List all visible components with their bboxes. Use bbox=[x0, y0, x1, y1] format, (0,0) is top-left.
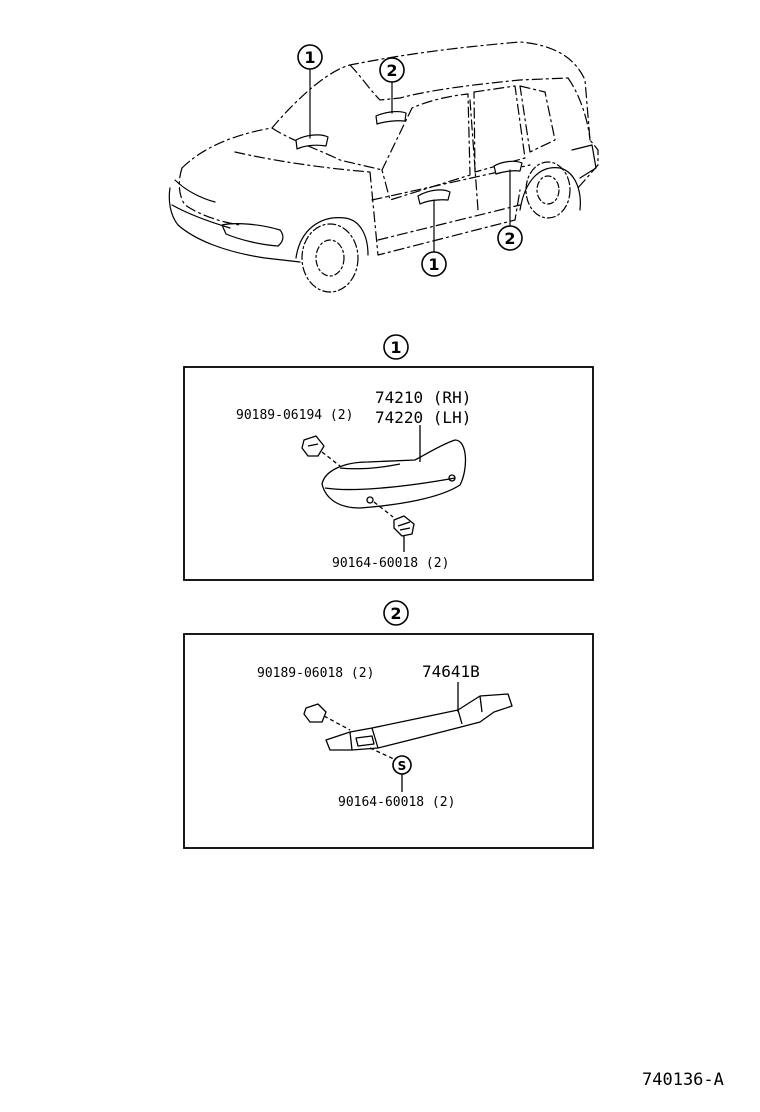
car-handle-front-roof bbox=[295, 134, 329, 150]
section-2-frame bbox=[183, 633, 594, 849]
svg-text:1: 1 bbox=[390, 338, 401, 357]
car-handle-front-door bbox=[417, 189, 451, 205]
section-1-marker: 1 bbox=[383, 334, 409, 360]
diagram-code: 740136-A bbox=[642, 1070, 724, 1090]
part-number-rh: 74210 (RH) bbox=[375, 388, 471, 407]
clip-part-number-2: 90189-06018 (2) bbox=[257, 666, 374, 681]
assist-grip-1-drawing bbox=[301, 425, 467, 552]
car-handle-rear-roof bbox=[375, 110, 407, 125]
car-callout-1-roof: 1 bbox=[297, 44, 323, 70]
section-2-marker: 2 bbox=[383, 600, 409, 626]
section-1-frame bbox=[183, 366, 594, 581]
svg-text:2: 2 bbox=[386, 61, 397, 80]
part-number-2: 74641B bbox=[422, 662, 480, 681]
part-number-lh: 74220 (LH) bbox=[375, 408, 471, 427]
car-callout-2-roof: 2 bbox=[379, 57, 405, 83]
screw-symbol: S bbox=[392, 755, 412, 775]
svg-text:2: 2 bbox=[504, 229, 515, 248]
svg-text:2: 2 bbox=[390, 604, 401, 623]
clip-part-number-1: 90189-06194 (2) bbox=[236, 408, 353, 423]
svg-text:1: 1 bbox=[304, 48, 315, 67]
screw-part-number-1: 90164-60018 (2) bbox=[332, 556, 449, 571]
car-callout-1-door: 1 bbox=[421, 251, 447, 277]
car-handle-rear-door bbox=[493, 160, 523, 175]
car-illustration bbox=[168, 41, 599, 293]
svg-text:1: 1 bbox=[428, 255, 439, 274]
screw-part-number-2: 90164-60018 (2) bbox=[338, 795, 455, 810]
assist-grip-2-drawing bbox=[303, 682, 513, 792]
svg-text:S: S bbox=[398, 759, 407, 773]
car-callout-2-door: 2 bbox=[497, 225, 523, 251]
